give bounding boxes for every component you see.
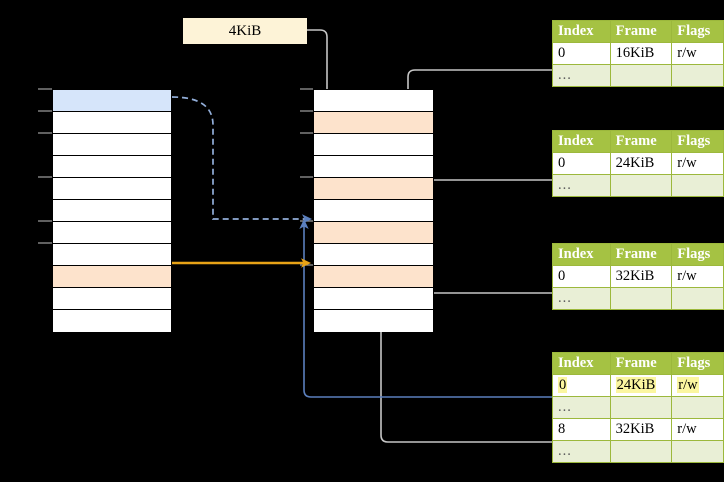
physical-frame-row	[314, 288, 433, 310]
virtual-tick-marks	[38, 88, 52, 244]
table-ellipsis-row: ...	[552, 396, 724, 419]
highlighted-value: 24KiB	[615, 377, 657, 393]
physical-frame-row	[314, 134, 433, 156]
highlighted-value: r/w	[677, 377, 699, 393]
table-ellipsis-row: ...	[552, 174, 724, 197]
cell-flags	[671, 440, 724, 463]
table-ellipsis-row: ...	[552, 287, 724, 310]
cell-index: 0	[552, 374, 611, 397]
page-size-callout: 4KiB	[183, 18, 307, 44]
cell-flags: r/w	[671, 265, 724, 288]
physical-frame-row	[314, 310, 433, 332]
cell-frame: 24KiB	[609, 152, 673, 175]
cell-index: 0	[552, 265, 611, 288]
physical-frame-row	[314, 266, 433, 288]
cell-flags: r/w	[671, 374, 724, 397]
physical-frame-row	[314, 156, 433, 178]
virtual-page-row	[53, 266, 171, 288]
page-size-label: 4KiB	[228, 23, 262, 39]
column-header-flags: Flags	[671, 130, 724, 153]
table-row: 0 24KiB r/w	[552, 374, 724, 397]
cell-index: ...	[552, 174, 611, 197]
column-header-frame: Frame	[609, 243, 673, 266]
column-header-index: Index	[552, 243, 611, 266]
cell-frame	[609, 64, 673, 87]
column-header-frame: Frame	[609, 20, 673, 43]
virtual-page-row	[53, 90, 171, 112]
cell-index: ...	[552, 64, 611, 87]
cell-frame	[609, 174, 673, 197]
column-header-flags: Flags	[671, 352, 724, 375]
physical-frame-row	[314, 222, 433, 244]
virtual-page-row	[53, 200, 171, 222]
physical-frame-row	[314, 244, 433, 266]
cell-index: ...	[552, 396, 611, 419]
physical-memory-column	[313, 89, 434, 332]
virtual-page-row	[53, 222, 171, 244]
cell-flags: r/w	[671, 152, 724, 175]
cell-frame	[609, 440, 673, 463]
cell-index: ...	[552, 440, 611, 463]
cell-frame: 32KiB	[609, 418, 673, 441]
column-header-index: Index	[552, 130, 611, 153]
physical-frame-row	[314, 178, 433, 200]
physical-tick-marks	[300, 88, 313, 266]
table-ellipsis-row: ...	[552, 440, 724, 463]
cell-flags: r/w	[671, 42, 724, 65]
column-header-index: Index	[552, 352, 611, 375]
cell-flags	[671, 64, 724, 87]
cell-flags	[671, 174, 724, 197]
cell-index: 0	[552, 42, 611, 65]
virtual-memory-column	[52, 89, 172, 332]
highlighted-value: 0	[558, 377, 568, 393]
column-header-flags: Flags	[671, 20, 724, 43]
column-header-flags: Flags	[671, 243, 724, 266]
virtual-page-row	[53, 134, 171, 156]
cell-index: 0	[552, 152, 611, 175]
virtual-page-row	[53, 178, 171, 200]
table-ellipsis-row: ...	[552, 64, 724, 87]
cell-flags	[671, 396, 724, 419]
cell-flags	[671, 287, 724, 310]
column-header-frame: Frame	[609, 352, 673, 375]
cell-index: ...	[552, 287, 611, 310]
column-header-index: Index	[552, 20, 611, 43]
virtual-page0-mapping-arrow	[171, 96, 312, 224]
cell-frame: 24KiB	[609, 374, 673, 397]
cell-frame	[609, 287, 673, 310]
physical-frame-row	[314, 90, 433, 112]
cell-frame: 16KiB	[609, 42, 673, 65]
physical-frame-row	[314, 200, 433, 222]
cell-flags: r/w	[671, 418, 724, 441]
virtual-page-row	[53, 288, 171, 310]
virtual-page-row	[53, 244, 171, 266]
cell-frame: 32KiB	[609, 265, 673, 288]
column-header-frame: Frame	[609, 130, 673, 153]
virtual-page-row	[53, 156, 171, 178]
virtual-page-row	[53, 112, 171, 134]
cell-index: 8	[552, 418, 611, 441]
physical-frame-row	[314, 112, 433, 134]
virtual-page-row	[53, 310, 171, 332]
cell-frame	[609, 396, 673, 419]
